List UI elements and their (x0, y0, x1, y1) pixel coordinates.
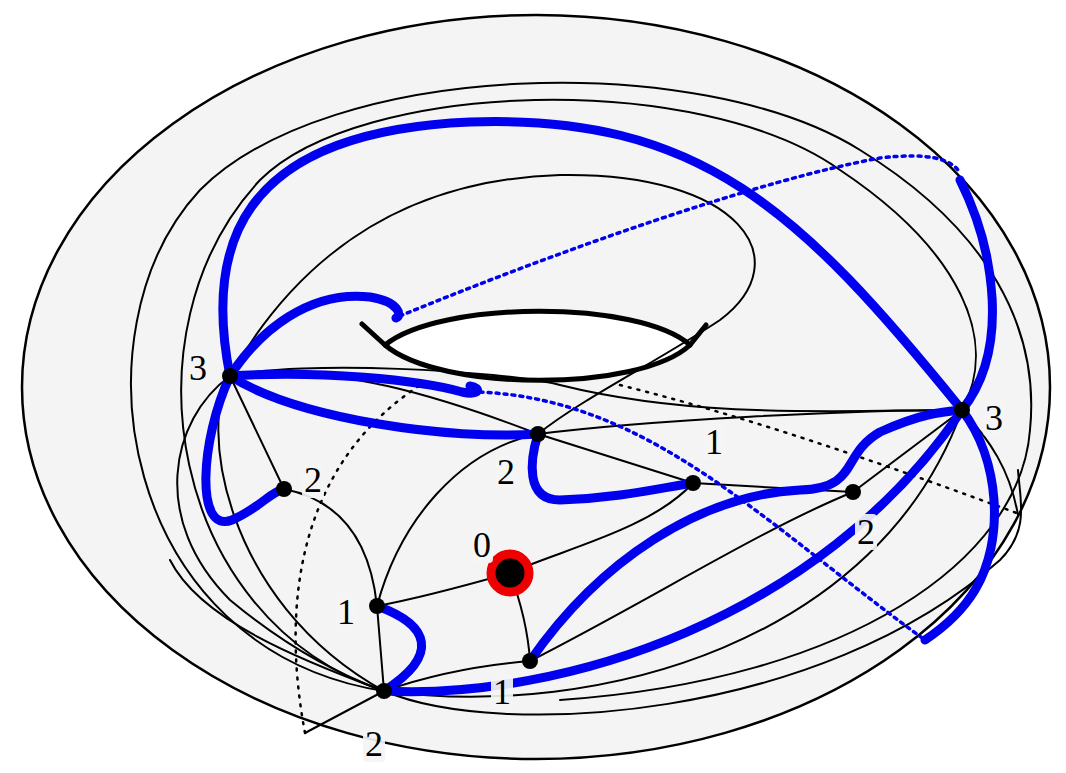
vertex-label: 0 (471, 527, 493, 563)
surface-curve (181, 100, 976, 691)
vertex-label: 1 (703, 424, 725, 460)
surface-curve (384, 470, 1021, 715)
vertex-label: 2 (495, 454, 517, 490)
hidden-blue-curves (400, 156, 958, 640)
vertex-label: 3 (983, 400, 1005, 436)
vertex-label: 2 (855, 514, 877, 550)
surface-curve (131, 83, 1031, 700)
vertex-label: 1 (491, 674, 513, 710)
vertex-label: 2 (302, 462, 324, 498)
torus-outline (22, 15, 1050, 759)
root-vertex-ring (491, 554, 529, 592)
hidden-curve (296, 382, 425, 733)
graph-vertices (222, 368, 970, 699)
torus-hole-rim (362, 324, 706, 380)
graph-edges (170, 175, 1018, 733)
vertex-label: 3 (187, 350, 209, 386)
blue-curves (206, 122, 995, 692)
torus-hole-rim (385, 311, 690, 345)
vertex-label: 1 (335, 594, 357, 630)
vertex-label: 2 (363, 726, 385, 762)
